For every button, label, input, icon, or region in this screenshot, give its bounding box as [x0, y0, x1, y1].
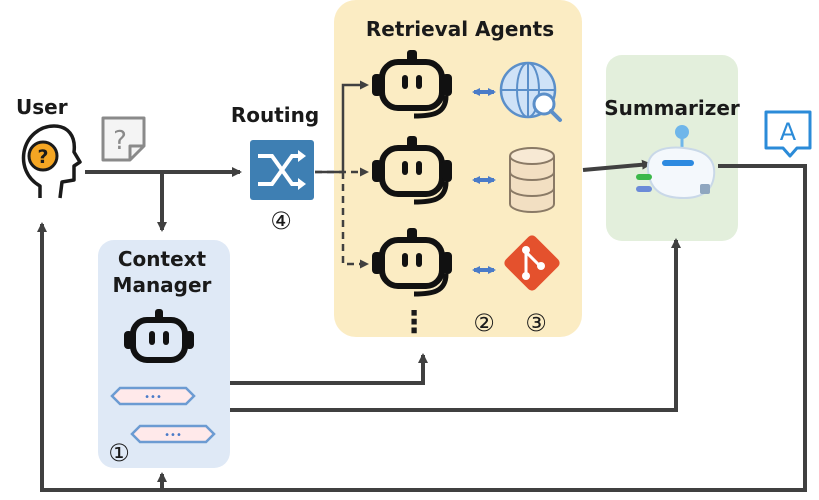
- retrieval-agents-label: Retrieval Agents: [366, 17, 554, 41]
- user-question-glyph: ?: [37, 146, 48, 168]
- agent-robot-icon-1: [372, 50, 452, 119]
- routing-fanout: [315, 80, 369, 269]
- context-manager-robot-icon: [124, 309, 194, 363]
- agent-robot-icon-3: [372, 228, 452, 297]
- summarizer-bot-icon: [636, 125, 716, 200]
- shuffle-icon: [250, 140, 314, 200]
- arrow-agents-to-summarizer: [582, 159, 652, 172]
- user-label: User: [16, 95, 68, 119]
- retrieval-step-marker-2: ②: [473, 309, 495, 337]
- message-bubble-1-dots: •••: [144, 392, 162, 403]
- route-to-agent-3: [341, 172, 369, 269]
- context-step-marker: ①: [108, 439, 130, 467]
- arrow-context-to-summarizer: [230, 238, 681, 412]
- routing-step-marker: ④: [270, 207, 292, 235]
- message-bubble-2: •••: [130, 424, 216, 444]
- question-document-icon: ?: [101, 116, 146, 162]
- question-doc-glyph: ?: [113, 126, 127, 156]
- message-bubble-2-dots: •••: [164, 430, 182, 441]
- more-agents-ellipsis: ⋮: [399, 305, 429, 340]
- git-icon: [504, 235, 560, 291]
- message-bubble-1: •••: [110, 386, 196, 406]
- user-head-icon: ?: [21, 124, 82, 199]
- arrow-feedback-loop: [37, 164, 807, 492]
- agent-robot-icon-2: [372, 136, 452, 205]
- connection-arrows: [37, 159, 807, 492]
- arrow-context-to-agents: [230, 353, 428, 385]
- answer-bubble-icon: A: [764, 110, 812, 158]
- web-search-globe-icon: [499, 61, 562, 122]
- summarizer-label: Summarizer: [604, 96, 740, 120]
- routing-label: Routing: [231, 103, 319, 127]
- retrieval-step-marker-3: ③: [525, 309, 547, 337]
- context-manager-label-line-1: Context: [118, 247, 207, 271]
- context-manager-panel: [98, 240, 230, 468]
- answer-glyph: A: [780, 118, 797, 146]
- database-icon: [509, 147, 555, 213]
- context-manager-label-line-2: Manager: [113, 273, 212, 297]
- agent-tool-links: [472, 88, 496, 274]
